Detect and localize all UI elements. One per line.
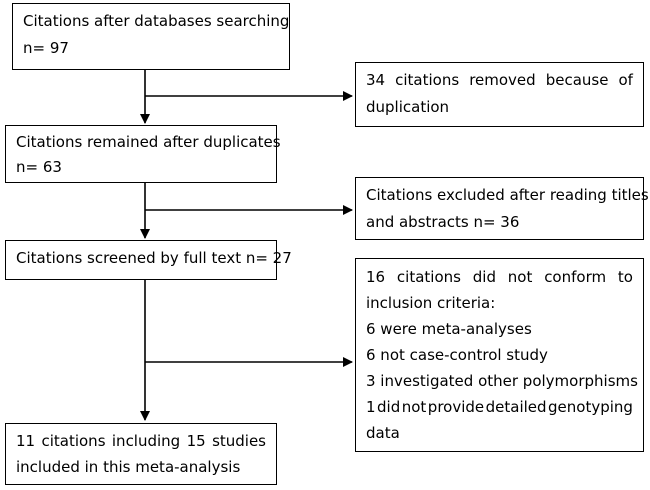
word: because [545, 71, 609, 89]
full-text-excluded-line2: inclusion criteria: [366, 294, 496, 312]
full-text-excluded-line3: 6 were meta-analyses [366, 320, 532, 338]
word: citations [41, 432, 106, 450]
titles-excluded-line1: Citations excluded after reading titles [366, 186, 649, 204]
duplicates-removed-box: 34 citations removed because of duplicat… [355, 62, 644, 127]
after-duplicates-label: Citations remained after duplicates [16, 133, 281, 151]
databases-search-label: Citations after databases searching [23, 12, 290, 30]
full-text-excluded-line6: 1 did not provide detailed genotyping [366, 394, 633, 420]
full-text-excluded-line5: 3 investigated other polymorphisms [366, 372, 638, 390]
word: 34 [366, 71, 386, 89]
word: detailed [485, 398, 547, 416]
word: citations [395, 71, 460, 89]
word: 11 [16, 432, 36, 450]
full-text-excluded-line7: data [366, 424, 400, 442]
word: did [377, 398, 401, 416]
duplicates-removed-line1: 34 citations removed because of [366, 67, 633, 94]
duplicates-removed-line2: duplication [366, 98, 450, 116]
included-line1: 11 citations including 15 studies [16, 428, 266, 454]
word: removed [469, 71, 536, 89]
full-text-excluded-line4: 6 not case-control study [366, 346, 548, 364]
word: conform [544, 268, 607, 286]
databases-search-box: Citations after databases searching n= 9… [12, 3, 290, 70]
word: not [401, 398, 427, 416]
after-duplicates-box: Citations remained after duplicates n= 6… [5, 125, 281, 183]
word: not [507, 268, 533, 286]
full-text-excluded-box: 16 citations did not conform to inclusio… [355, 258, 644, 452]
word: did [472, 268, 496, 286]
word: 1 [366, 398, 376, 416]
full-text-label: Citations screened by full text n= 27 [16, 249, 292, 267]
word: including [111, 432, 181, 450]
titles-excluded-line2: and abstracts n= 36 [366, 213, 520, 231]
word: to [617, 268, 633, 286]
word: citations [396, 268, 461, 286]
included-box: 11 citations including 15 studies includ… [5, 423, 277, 485]
databases-search-count: n= 97 [23, 39, 69, 57]
word: 15 [186, 432, 206, 450]
full-text-box: Citations screened by full text n= 27 [5, 240, 292, 280]
word: provide [427, 398, 485, 416]
included-line2: included in this meta-analysis [16, 458, 241, 476]
full-text-excluded-line1: 16 citations did not conform to [366, 264, 633, 290]
word: genotyping [548, 398, 633, 416]
word: of [618, 71, 633, 89]
after-duplicates-count: n= 63 [16, 158, 62, 176]
titles-excluded-box: Citations excluded after reading titles … [355, 177, 649, 240]
word: studies [212, 432, 266, 450]
word: 16 [366, 268, 386, 286]
